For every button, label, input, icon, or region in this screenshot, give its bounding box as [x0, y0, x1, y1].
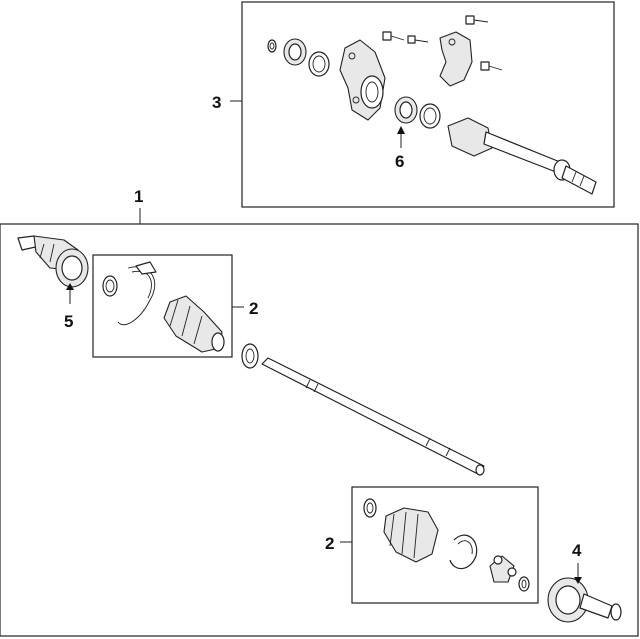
- dust-shield: [439, 31, 473, 87]
- callout-5: 5: [64, 312, 73, 331]
- bolt-1: [382, 31, 405, 41]
- outer-boot-kit-parts: [102, 261, 225, 353]
- hub-assembly-group: 3: [212, 1, 615, 208]
- shaft-snap-ring: [241, 343, 259, 369]
- intermediate-shaft: [261, 357, 485, 476]
- inner-boot: [383, 507, 439, 563]
- tripod-joint: [489, 555, 517, 583]
- tripod-snap-ring: [518, 576, 530, 592]
- inner-boot-kit-box: [351, 486, 539, 604]
- snap-ring-bearing: [419, 103, 441, 129]
- outer-cv-joint: [17, 235, 89, 288]
- arrow-4: [574, 577, 582, 584]
- bearing-ring: [283, 38, 307, 66]
- bolt-4: [480, 61, 503, 71]
- callout-2-upper: 2: [249, 299, 258, 318]
- axle-assembly-box: [0, 223, 639, 637]
- boot-clamp-small: [102, 275, 118, 297]
- bolt-2: [407, 35, 429, 44]
- arrow-6: [397, 126, 405, 134]
- hub-assembly-box: [241, 1, 615, 208]
- callout-2-lower: 2: [325, 534, 334, 553]
- small-seal-ring: [267, 39, 277, 53]
- inner-boot-clamp-small: [363, 498, 377, 518]
- inner-boot-kit-parts: [363, 498, 530, 592]
- steering-knuckle: [339, 39, 386, 121]
- bolt-3: [465, 15, 489, 25]
- callout-4: 4: [572, 541, 582, 560]
- callout-6: 6: [395, 152, 404, 171]
- outer-boot-kit-box: [92, 254, 233, 358]
- inner-boot-band: [449, 534, 478, 570]
- outer-boot: [163, 295, 225, 353]
- callout-3: 3: [212, 93, 221, 112]
- callout-1: 1: [134, 187, 143, 206]
- inner-cv-joint: [547, 577, 622, 623]
- axle-assembly-group: 1 5 2: [0, 187, 639, 637]
- arrow-5: [66, 283, 74, 290]
- wheel-bearing: [394, 96, 418, 124]
- snap-ring-upper: [308, 51, 330, 77]
- outer-axle-shaft: [447, 117, 597, 195]
